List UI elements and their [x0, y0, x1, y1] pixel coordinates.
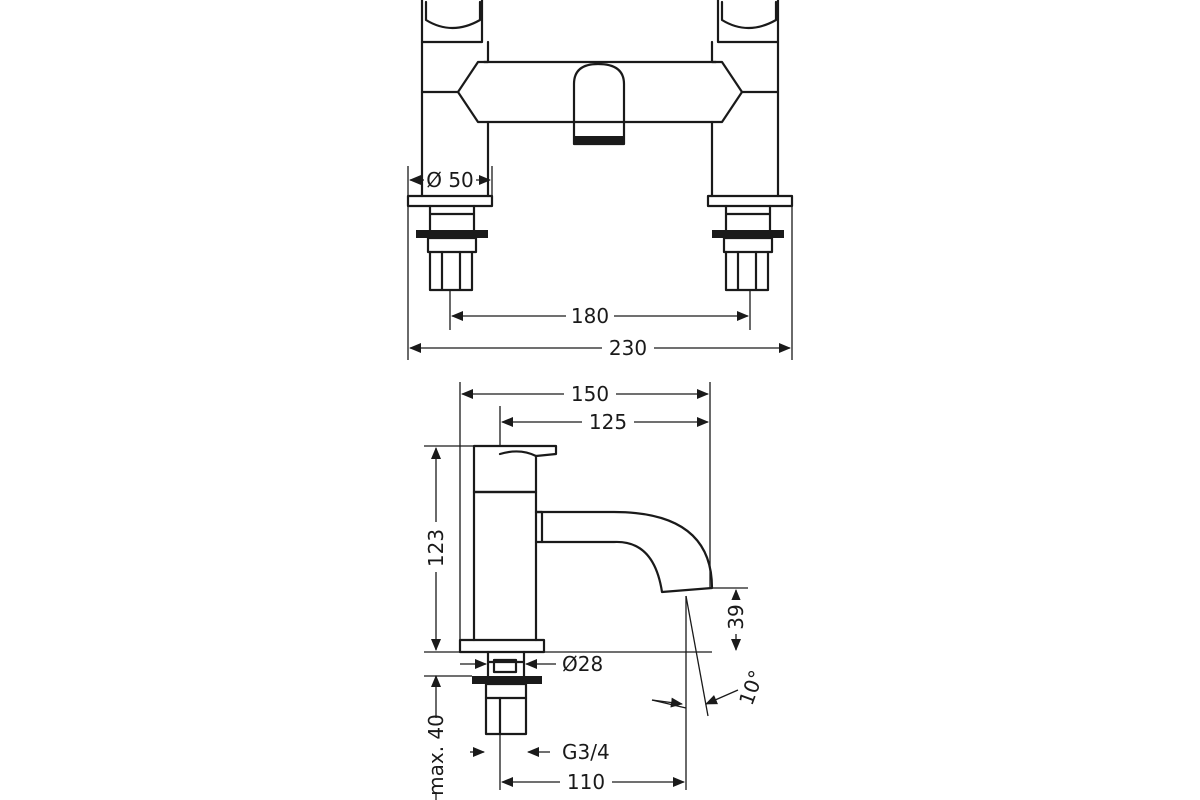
cross-bar: [456, 60, 744, 124]
side-handle: [472, 444, 558, 494]
right-connector: [724, 250, 770, 292]
dim-39-label: 39: [724, 604, 748, 629]
dim-angle-label: 10°: [734, 667, 769, 709]
front-view: Ø 50 180 230: [406, 0, 794, 360]
dim-150-label: 150: [571, 382, 609, 406]
dim-thread-label: G3/4: [562, 740, 610, 764]
right-handle: [716, 0, 780, 44]
right-flange: [706, 194, 794, 208]
side-connector: [484, 696, 528, 736]
dim-230-label: 230: [609, 336, 647, 360]
spout-front: [572, 62, 626, 124]
dim-123-label: 123: [424, 529, 448, 567]
side-view: 150 125 123 39 10° Ø28 max. 40 G3/4 110: [424, 382, 769, 800]
right-body: [710, 40, 780, 198]
dim-max-40-label: max. 40: [424, 714, 448, 796]
dim-180-label: 180: [571, 304, 609, 328]
dim-diameter-28-label: Ø28: [562, 652, 603, 676]
dim-diameter-50-label: Ø 50: [426, 168, 474, 192]
side-spout: [534, 510, 714, 594]
left-connector: [428, 250, 474, 292]
dim-110-label: 110: [567, 770, 605, 794]
left-flange: [406, 194, 494, 208]
side-body: [472, 490, 538, 642]
side-flange: [458, 638, 546, 654]
dim-125-label: 125: [589, 410, 627, 434]
left-handle: [420, 0, 484, 44]
